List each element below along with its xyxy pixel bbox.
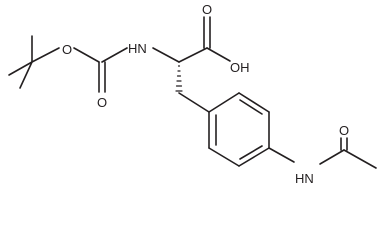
atom-label-oh: OH (230, 60, 250, 75)
atom-label-ester-o: O (62, 42, 72, 57)
ring-double-bond-2 (239, 145, 263, 160)
tert-butyl-group (8, 35, 60, 89)
bond-ch2-to-ring (178, 92, 210, 113)
molecule-diagram: O O HN O OH O HN (8, 2, 377, 186)
carboxylic-acid-group (178, 16, 231, 63)
bond-nh-to-alpha-c (152, 47, 180, 63)
bond-ester-o-to-carbonyl (73, 47, 100, 63)
bond-amide-n-to-co (319, 149, 345, 165)
bond-ring-to-amide-n (268, 147, 295, 163)
atom-label-amide-o: O (339, 123, 349, 138)
bond-acetyl-methyl (343, 149, 377, 169)
ring-double-bond-1 (239, 99, 263, 115)
atom-label-carbonyl-o: O (97, 95, 107, 110)
bond-tbu-methyl-left (8, 61, 33, 76)
bond-tbu-methyl-down (19, 61, 33, 89)
stereo-hashed-wedge (175, 65, 183, 92)
bond-tbu-to-ester-o (31, 47, 60, 63)
benzene-ring (208, 92, 270, 167)
atom-label-amide-nh: HN (295, 171, 314, 186)
boc-carbamate-group (73, 47, 180, 93)
bond-alpha-to-acid-c (178, 47, 208, 63)
acetamide-group (268, 137, 377, 169)
bond-carbonyl-to-nh (101, 47, 128, 63)
atom-label-acid-o: O (202, 2, 212, 17)
bond-acid-c-to-oh (206, 47, 231, 62)
atom-label-carbamate-nh: HN (128, 41, 147, 56)
